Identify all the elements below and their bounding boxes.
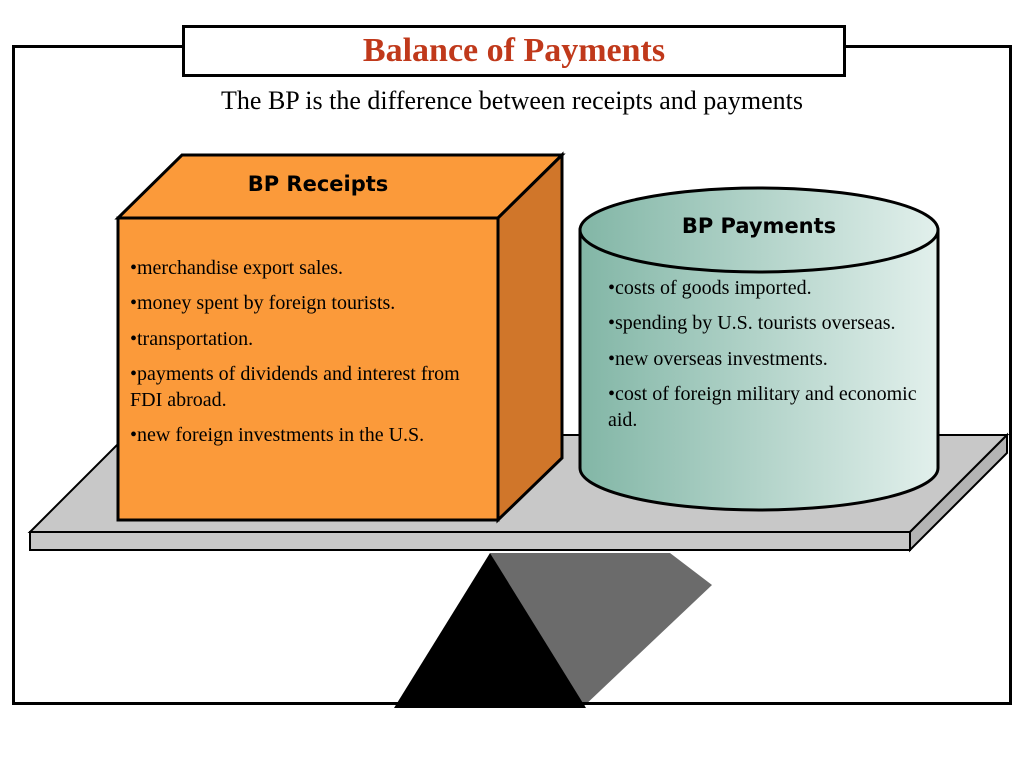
fulcrum-shadow-face <box>490 553 712 708</box>
payments-item: •spending by U.S. tourists overseas. <box>608 312 896 335</box>
receipts-item: •money spent by foreign tourists. <box>130 292 396 315</box>
fulcrum-front-face <box>394 553 586 708</box>
title-box: Balance of Payments <box>182 25 846 77</box>
fulcrum <box>394 553 712 708</box>
payments-item: •new overseas investments. <box>608 347 828 370</box>
box-front-face <box>116 216 500 522</box>
cylinder-top <box>578 186 940 274</box>
payments-list: •costs of goods imported. •spending by U… <box>608 276 918 443</box>
receipts-heading: BP Receipts <box>247 172 389 196</box>
payments-heading: BP Payments <box>681 214 837 238</box>
receipts-item: •transportation. <box>130 327 254 350</box>
receipts-item: •payments of dividends and interest from… <box>130 363 460 411</box>
page-title: Balance of Payments <box>362 32 666 69</box>
cylinder-body <box>578 228 940 512</box>
page-subtitle: The BP is the difference between receipt… <box>221 86 803 115</box>
payments-item: •costs of goods imported. <box>608 277 812 299</box>
receipts-box <box>114 151 566 524</box>
receipts-item: •new foreign investments in the U.S. <box>130 423 425 446</box>
payments-cylinder <box>578 186 940 512</box>
plank-side-face <box>909 432 1008 553</box>
payments-item: •cost of foreign military and economic a… <box>608 383 917 431</box>
receipts-item: •merchandise export sales. <box>130 257 344 279</box>
receipts-list: •merchandise export sales. •money spent … <box>130 256 490 458</box>
